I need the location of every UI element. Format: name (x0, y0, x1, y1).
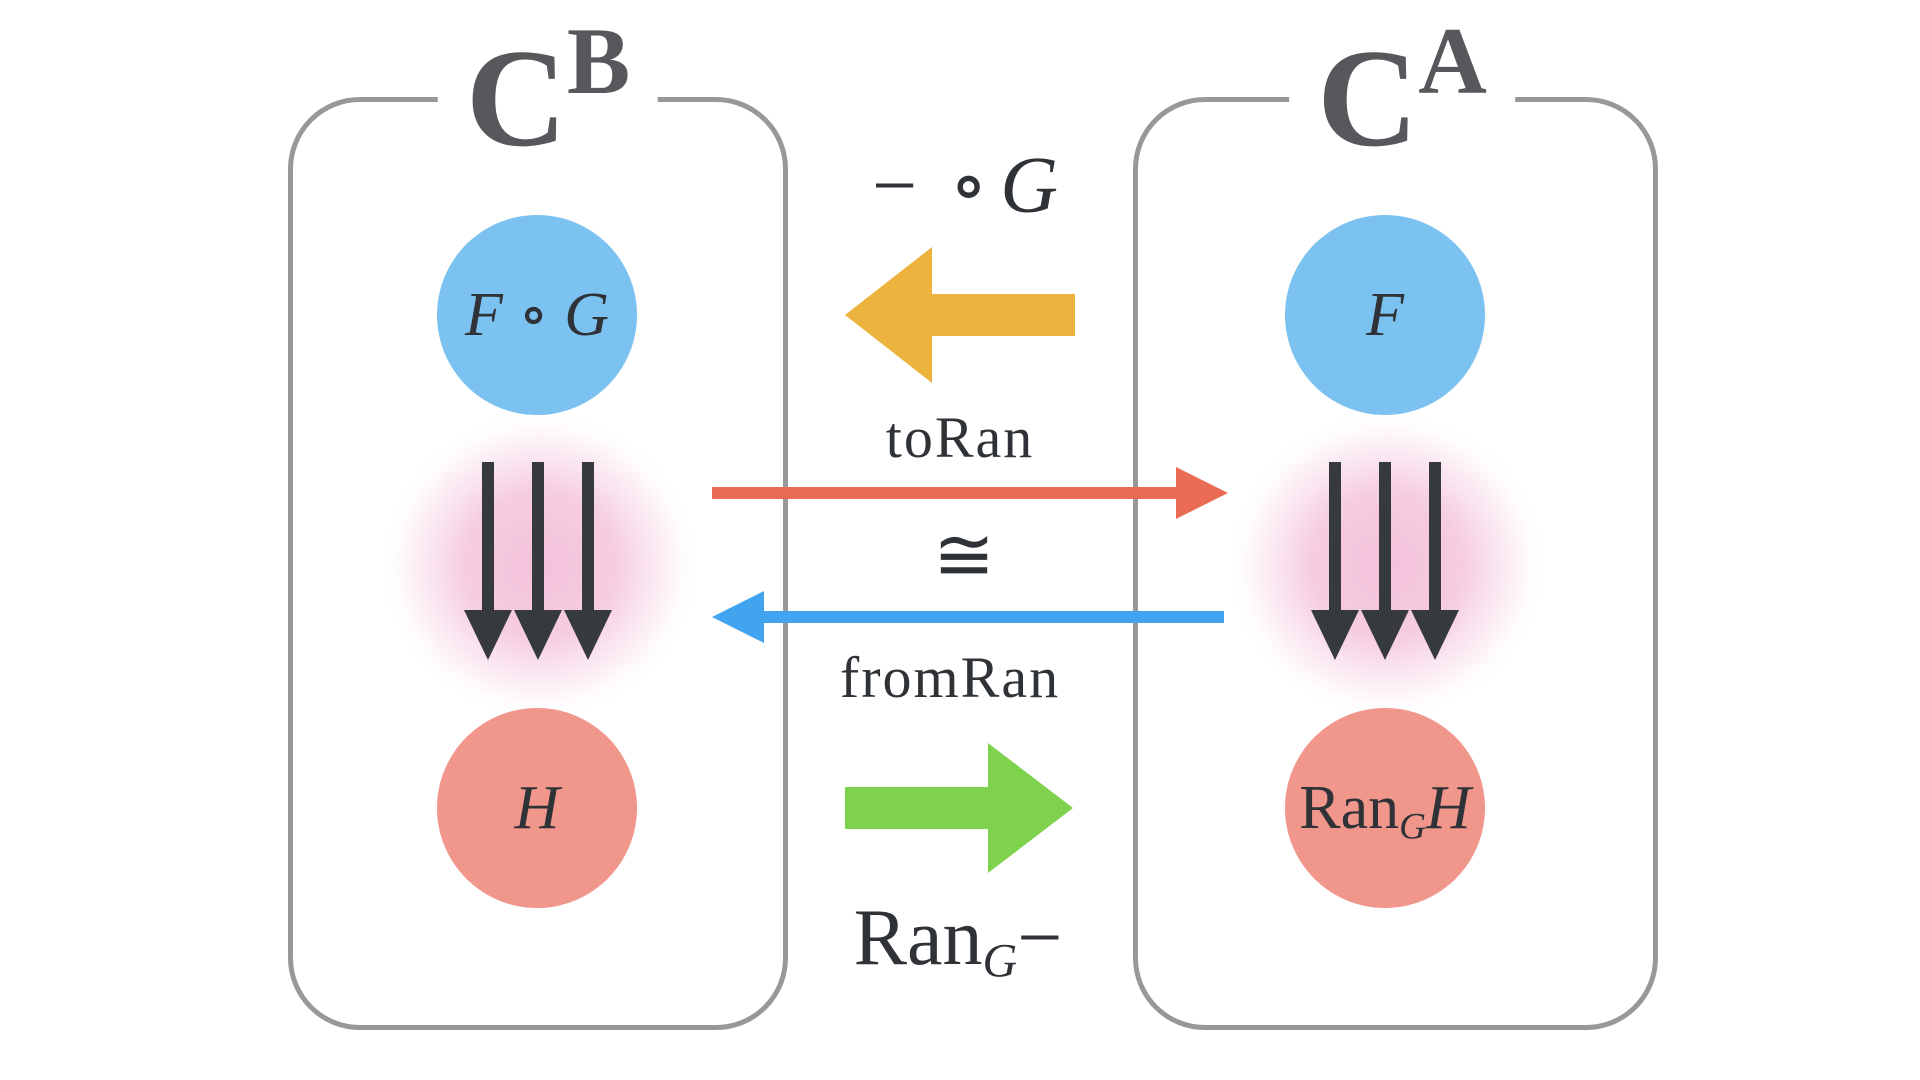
ran-extension-label-suffix: − (1017, 894, 1063, 982)
ran-extension-label: RanG− (854, 898, 1063, 985)
f-functor-circle: F (1285, 215, 1485, 415)
precompose-label-functor: G (1000, 142, 1059, 230)
left-category-title-superscript: B (566, 8, 631, 114)
ran-extension-label-subscript: G (982, 934, 1018, 988)
right-category-title-base: C (1317, 21, 1419, 176)
composite-functor-circle: F ∘ G (437, 215, 637, 415)
to-ran-arrow-icon (712, 467, 1228, 519)
right-category-title: CA (1289, 14, 1515, 169)
left-category-title: CB (437, 14, 659, 169)
ran-functor-label-subscript: G (1399, 806, 1426, 848)
precompose-label: − ∘G (872, 146, 1058, 226)
ran-functor-label: RanGH (1299, 774, 1471, 846)
left-triple-down-arrows-icon (464, 462, 612, 660)
ran-functor-circle: RanGH (1285, 708, 1485, 908)
h-functor-circle: H (437, 708, 637, 908)
precompose-label-ops: − ∘ (871, 142, 995, 230)
ran-functor-label-argument: H (1425, 774, 1471, 842)
isomorphism-symbol: ≅ (932, 515, 996, 597)
right-category-title-superscript: A (1418, 8, 1487, 114)
composite-functor-label: F ∘ G (464, 281, 610, 349)
f-functor-label: F (1366, 281, 1404, 349)
ran-functor-label-prefix: Ran (1299, 774, 1400, 842)
from-ran-label: fromRan (839, 645, 1061, 710)
to-ran-label: toRan (885, 405, 1035, 470)
ran-extension-arrow-icon (845, 743, 1073, 873)
right-triple-down-arrows-icon (1311, 462, 1459, 660)
h-functor-label: H (514, 774, 560, 842)
ran-extension-label-prefix: Ran (853, 894, 983, 982)
from-ran-arrow-icon (712, 591, 1224, 643)
left-category-title-base: C (465, 21, 567, 176)
precompose-arrow-icon (845, 247, 1075, 383)
